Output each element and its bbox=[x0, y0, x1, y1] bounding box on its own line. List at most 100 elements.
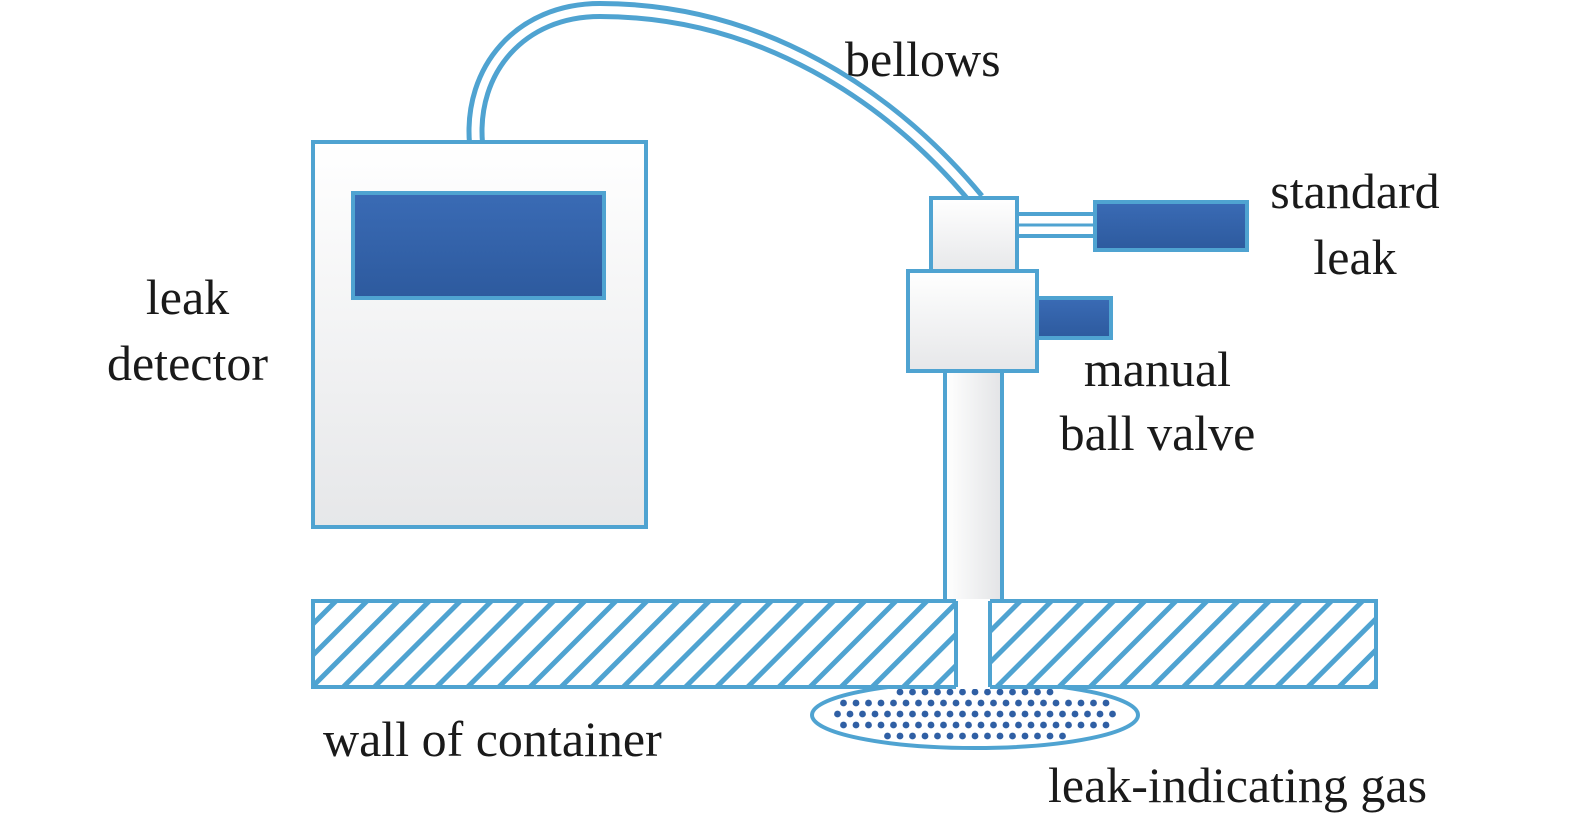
gas-particle bbox=[952, 699, 960, 707]
gas-particle bbox=[902, 699, 910, 707]
label-wall-of-container: wall of container bbox=[323, 711, 662, 767]
gas-particle bbox=[921, 732, 929, 740]
label-leak-detector-line1: leak bbox=[145, 269, 230, 325]
gas-particle bbox=[896, 688, 904, 696]
gas-particle bbox=[965, 699, 972, 707]
gas-particle bbox=[952, 721, 960, 729]
gas-particle bbox=[896, 710, 904, 718]
gas-particle bbox=[1096, 710, 1104, 718]
gas-particle bbox=[896, 732, 904, 740]
wall-hole bbox=[956, 599, 990, 689]
gas-particle bbox=[1034, 710, 1041, 718]
gas-particle bbox=[1046, 710, 1054, 718]
gas-particle bbox=[840, 721, 847, 729]
gas-particle bbox=[959, 732, 966, 740]
connector-block bbox=[929, 196, 1019, 276]
gas-particle bbox=[890, 721, 897, 729]
gas-particle bbox=[946, 688, 954, 696]
label-ball-valve-line2: ball valve bbox=[1059, 405, 1256, 461]
gas-particle bbox=[971, 710, 979, 718]
label-standard-leak-line1: standard bbox=[1270, 163, 1440, 219]
gas-particle bbox=[946, 710, 954, 718]
gas-particle bbox=[1059, 710, 1066, 718]
gas-particle bbox=[971, 732, 979, 740]
gas-particle bbox=[977, 699, 985, 707]
gas-particle bbox=[921, 710, 929, 718]
gas-particle bbox=[921, 688, 929, 696]
gas-particle bbox=[971, 688, 979, 696]
gas-particle bbox=[846, 710, 854, 718]
gas-particle bbox=[877, 699, 885, 707]
label-bellows: bellows bbox=[845, 31, 1001, 87]
label-leak-indicating-gas: leak-indicating gas bbox=[1048, 757, 1428, 813]
gas-particle bbox=[1052, 699, 1060, 707]
gas-particle bbox=[934, 732, 941, 740]
gas-particle bbox=[1071, 710, 1079, 718]
gas-particle bbox=[984, 688, 991, 696]
gas-particle bbox=[834, 710, 841, 718]
gas-particle bbox=[1027, 721, 1035, 729]
gas-particle bbox=[940, 699, 947, 707]
gas-particle bbox=[934, 710, 941, 718]
gas-particle bbox=[996, 732, 1004, 740]
gas-particle bbox=[909, 732, 916, 740]
gas-particle bbox=[1015, 699, 1022, 707]
gas-particle bbox=[1021, 732, 1029, 740]
label-ball-valve-line1: manual bbox=[1083, 341, 1232, 397]
gas-particle bbox=[965, 721, 972, 729]
gas-particle bbox=[990, 721, 997, 729]
gas-particle bbox=[884, 732, 891, 740]
gas-particle bbox=[871, 710, 879, 718]
gas-particle bbox=[1034, 732, 1041, 740]
gas-particle bbox=[1109, 710, 1116, 718]
gas-particle bbox=[940, 721, 947, 729]
gas-particle bbox=[946, 732, 954, 740]
gas-particle bbox=[852, 721, 860, 729]
gas-particle bbox=[915, 699, 922, 707]
gas-particle bbox=[1040, 699, 1047, 707]
gas-particle bbox=[865, 699, 872, 707]
gas-particle bbox=[859, 710, 866, 718]
gas-particle bbox=[990, 699, 997, 707]
gas-particle bbox=[1102, 699, 1110, 707]
gas-particle bbox=[852, 699, 860, 707]
gas-particle bbox=[909, 688, 916, 696]
gas-particle bbox=[996, 688, 1004, 696]
gas-particle bbox=[840, 699, 847, 707]
gas-particle bbox=[1059, 732, 1066, 740]
gas-particle bbox=[1077, 699, 1085, 707]
standard-leak bbox=[1093, 200, 1249, 252]
gas-particle bbox=[1021, 688, 1029, 696]
gas-particle bbox=[1009, 688, 1016, 696]
gas-particle bbox=[865, 721, 872, 729]
gas-particles bbox=[834, 688, 1116, 740]
gas-particle bbox=[884, 710, 891, 718]
label-standard-leak-line2: leak bbox=[1313, 229, 1397, 285]
gas-particle bbox=[996, 710, 1004, 718]
gas-particle bbox=[1002, 699, 1010, 707]
gas-particle bbox=[1009, 710, 1016, 718]
probe-pipe bbox=[943, 366, 1004, 605]
leak-detector-box bbox=[311, 140, 648, 529]
gas-particle bbox=[927, 721, 935, 729]
gas-particle bbox=[1021, 710, 1029, 718]
label-leak-detector-line2: detector bbox=[106, 335, 268, 391]
gas-particle bbox=[877, 721, 885, 729]
gas-particle bbox=[915, 721, 922, 729]
gas-particle bbox=[1090, 721, 1097, 729]
gas-particle bbox=[1046, 688, 1054, 696]
gas-particle bbox=[927, 699, 935, 707]
gas-particle bbox=[1009, 732, 1016, 740]
gas-particle bbox=[1084, 710, 1091, 718]
standard-leak-tube bbox=[1015, 212, 1099, 238]
gas-particle bbox=[1052, 721, 1060, 729]
gas-particle bbox=[902, 721, 910, 729]
gas-particle bbox=[890, 699, 897, 707]
gas-particle bbox=[1077, 721, 1085, 729]
gas-particle bbox=[1090, 699, 1097, 707]
gas-particle bbox=[1015, 721, 1022, 729]
gas-particle bbox=[984, 710, 991, 718]
gas-particle bbox=[934, 688, 941, 696]
gas-particle bbox=[1102, 721, 1110, 729]
